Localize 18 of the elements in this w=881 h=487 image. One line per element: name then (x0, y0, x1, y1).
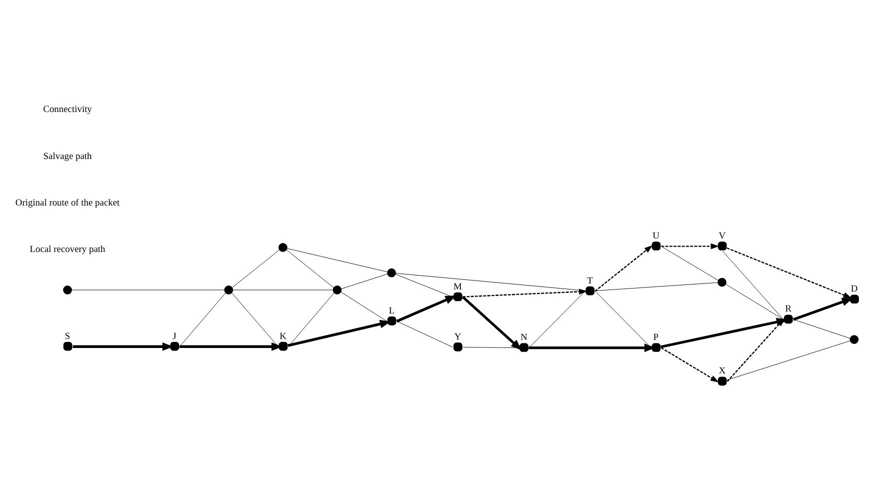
node-label: X (718, 366, 726, 377)
legend-label: Local recovery path (30, 245, 106, 256)
node-label: K (280, 332, 287, 342)
node-label: N (520, 333, 528, 344)
node-label: P (653, 333, 658, 344)
node-label: S (64, 332, 70, 342)
node-label: V (718, 232, 726, 242)
legend-label: Connectivity (43, 105, 92, 116)
node-label: M (453, 282, 462, 292)
node-label: R (785, 304, 792, 315)
node-label: D (850, 284, 858, 295)
node-label: U (652, 232, 660, 242)
node-label: Y (454, 332, 462, 342)
legend-label: Original route of the packet (15, 198, 120, 208)
legend-label: Salvage path (43, 152, 92, 162)
node-label: J (172, 332, 176, 342)
node-label: L (388, 306, 395, 316)
node-label: T (587, 276, 593, 286)
